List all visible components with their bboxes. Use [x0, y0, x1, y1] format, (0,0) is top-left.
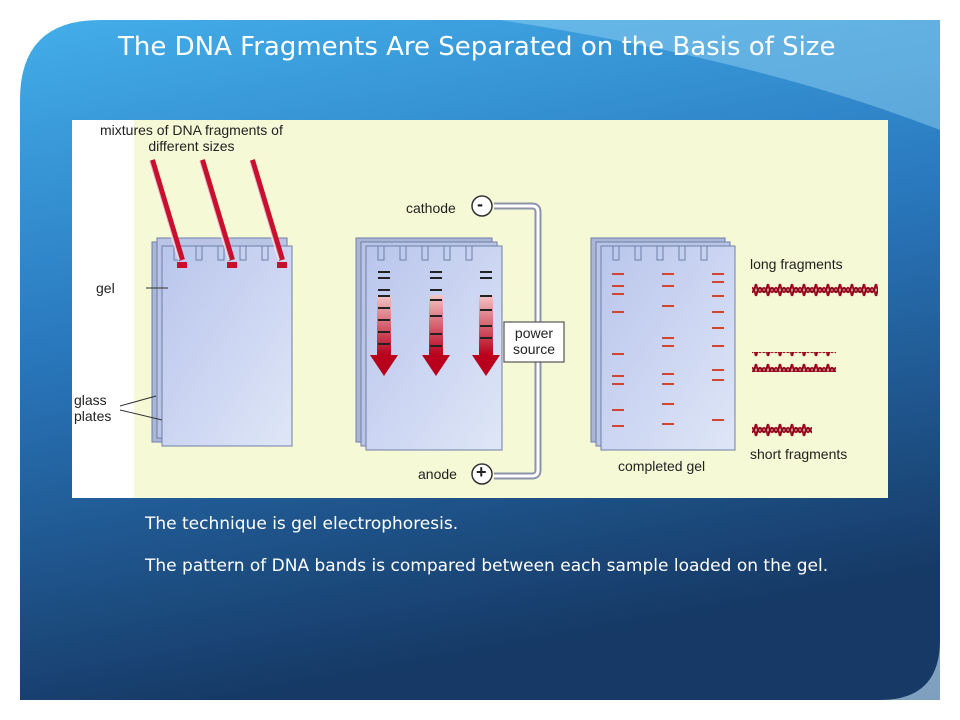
slide-title: The DNA Fragments Are Separated on the B…: [118, 32, 836, 62]
migration-arrows: [370, 271, 500, 376]
body-paragraph-1: The technique is gel electrophoresis.: [145, 514, 459, 534]
cathode-minus-symbol: -: [477, 194, 483, 214]
dna-helix-short: [752, 418, 812, 438]
label-glass-plates: glass plates: [74, 392, 112, 424]
label-completed-gel: completed gel: [618, 458, 706, 474]
label-short-fragments: short fragments: [750, 446, 848, 462]
power-source-box: [503, 321, 565, 363]
body-paragraph-2: The pattern of DNA bands is compared bet…: [145, 556, 829, 576]
anode-plus-symbol: +: [476, 462, 487, 482]
gel-loading: [151, 237, 293, 447]
label-mixtures: mixtures of DNA fragments of different s…: [100, 122, 283, 154]
label-gel: gel: [96, 280, 115, 296]
slide-body: The technique is gel electrophoresis. Th…: [145, 513, 885, 597]
gel-completed: [590, 237, 736, 451]
glass-plates-leader-line-2: [119, 409, 163, 421]
pipette-3: [248, 159, 285, 261]
pipette-2: [198, 159, 235, 261]
cathode-terminal: [471, 195, 493, 217]
label-cathode: cathode: [406, 200, 456, 216]
dna-helix-long: [752, 283, 878, 303]
label-anode: anode: [418, 466, 457, 482]
glass-plates-leader-line: [119, 395, 157, 407]
figure-drawing: [119, 120, 888, 498]
dna-helix-medium: [752, 352, 836, 372]
label-power-source: power source: [512, 325, 556, 357]
electrophoresis-figure: mixtures of DNA fragments of different s…: [72, 120, 888, 498]
anode-terminal: [471, 463, 493, 485]
label-long-fragments: long fragments: [750, 256, 843, 272]
pipette-1: [148, 159, 185, 261]
slide-sheen: [500, 20, 940, 130]
